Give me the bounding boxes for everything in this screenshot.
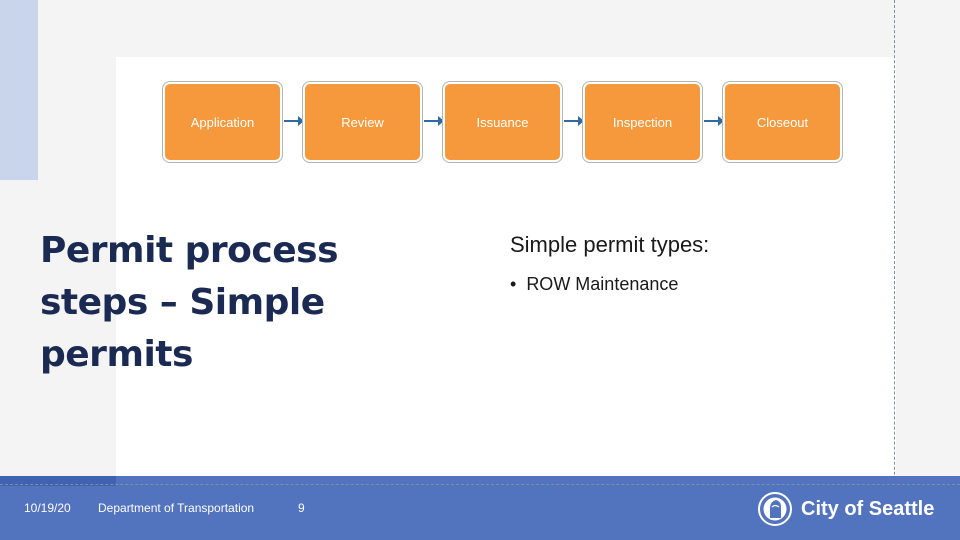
process-flow: Application Review Issuance Inspection C… xyxy=(163,82,842,162)
step-label: Review xyxy=(341,114,384,130)
footer-date: 10/19/20 xyxy=(24,501,71,515)
step-inspection: Inspection xyxy=(583,82,724,162)
step-review: Review xyxy=(303,82,444,162)
step-issuance: Issuance xyxy=(443,82,584,162)
arrow-right-icon xyxy=(564,116,584,126)
vertical-guide-line xyxy=(894,0,895,540)
step-label: Closeout xyxy=(756,114,809,130)
step-label: Inspection xyxy=(612,114,673,130)
seattle-seal-icon xyxy=(758,492,792,526)
accent-block xyxy=(0,0,38,180)
permit-types-list: • ROW Maintenance xyxy=(510,274,678,295)
arrow-right-icon xyxy=(704,116,724,126)
footer-accent xyxy=(0,476,116,486)
footer-page-number: 9 xyxy=(298,501,305,515)
footer-bar xyxy=(0,476,960,540)
step-application: Application xyxy=(163,82,304,162)
arrow-right-icon xyxy=(424,116,444,126)
city-logo: City of Seattle xyxy=(757,491,934,527)
permit-type-label: ROW Maintenance xyxy=(526,274,679,294)
arrow-right-icon xyxy=(284,116,304,126)
slide-title: Permit process steps – Simple permits xyxy=(40,230,339,375)
permit-types-heading: Simple permit types: xyxy=(510,232,710,257)
footer-department: Department of Transportation xyxy=(98,501,255,515)
step-label: Issuance xyxy=(476,114,529,130)
step-label: Application xyxy=(190,114,255,130)
step-closeout: Closeout xyxy=(723,82,842,162)
list-item: • ROW Maintenance xyxy=(510,274,679,294)
horizontal-guide-line xyxy=(0,484,960,485)
logo-text: City of Seattle xyxy=(801,497,935,520)
